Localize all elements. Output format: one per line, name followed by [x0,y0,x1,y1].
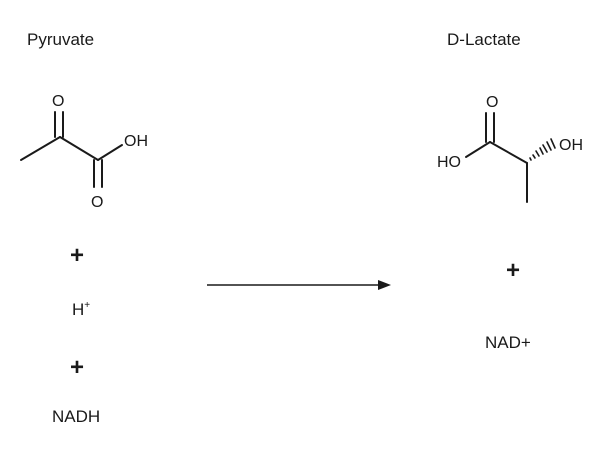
lactate-ho: HO [437,154,461,171]
nad-label: NAD+ [485,333,531,352]
nadh-label: NADH [52,407,101,426]
lactate-ho-c-bond [465,141,491,158]
lactate-hashed-wedge [529,138,556,161]
lactate-oh: OH [559,137,583,154]
pyruvate-cc-bond [59,136,99,161]
d-lactate-label: D-Lactate [447,30,521,49]
pyruvate-label: Pyruvate [27,30,95,49]
pyruvate-c-oh-bond [97,144,123,161]
plus-sign-1: + [70,242,85,269]
pyruvate-methyl-bond [20,136,61,161]
pyruvate-o-bottom: O [91,194,103,211]
pyruvate-structure [20,111,123,188]
plus-sign-2: + [70,354,85,381]
plus-sign-product: + [506,257,521,284]
d-lactate-structure [465,112,528,203]
pyruvate-oh: OH [124,133,148,150]
lactate-o-top: O [486,94,498,111]
lactate-cc-bond [489,141,528,164]
reaction-arrow [207,280,391,290]
pyruvate-o-top: O [52,93,64,110]
proton-label: H+ [72,300,91,319]
